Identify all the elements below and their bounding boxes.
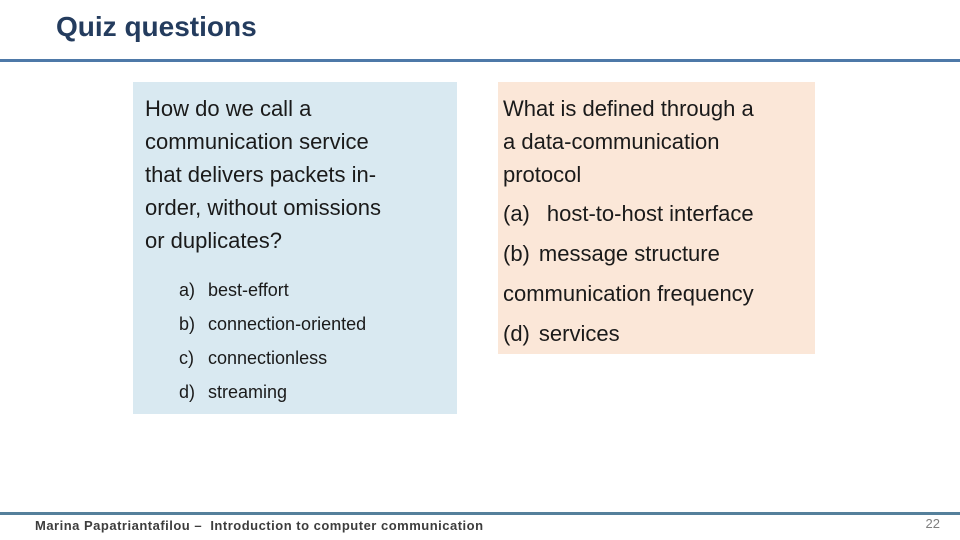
option-label: c): [179, 348, 194, 368]
option-label: (b): [503, 241, 530, 266]
quiz-box-right: What is defined through a a data-communi…: [498, 82, 815, 354]
option-item-b: b) connection-oriented: [179, 307, 445, 341]
question-line: How do we call a: [145, 96, 312, 121]
option-label: (a): [503, 201, 530, 226]
option-item-d: d) streaming: [179, 375, 445, 409]
option-item-c: communication frequency: [503, 274, 807, 314]
option-item-a: a) best-effort: [179, 273, 445, 307]
slide-title: Quiz questions: [56, 11, 257, 42]
option-text: host-to-host interface: [546, 201, 754, 226]
options-list-right: (a) host-to-host interface (b) message s…: [503, 194, 807, 354]
question-line: protocol: [503, 162, 582, 187]
header-divider: [0, 59, 960, 62]
footer-divider: [0, 512, 960, 515]
question-left: How do we call a communication service t…: [145, 92, 445, 257]
question-line: What is defined through a: [503, 96, 754, 121]
option-item-b: (b) message structure: [503, 234, 807, 274]
quiz-box-left: How do we call a communication service t…: [133, 82, 457, 414]
footer-credit: Marina Papatriantafilou – Introduction t…: [35, 518, 484, 533]
option-text: services: [538, 321, 620, 346]
option-item-c: c) connectionless: [179, 341, 445, 375]
question-line: communication service: [145, 129, 369, 154]
question-line: that delivers packets in-: [145, 162, 377, 187]
options-list-left: a) best-effort b) connection-oriented c)…: [145, 273, 445, 409]
question-line: a data-communication: [503, 129, 720, 154]
question-line: order, without omissions: [145, 195, 381, 220]
option-text: connection-oriented: [208, 314, 367, 334]
option-label: (d): [503, 321, 530, 346]
page-number: 22: [925, 516, 940, 531]
option-label: a): [179, 280, 196, 300]
option-item-d: (d) services: [503, 314, 807, 354]
option-text: communication frequency: [503, 281, 754, 306]
option-label: d): [179, 382, 196, 402]
option-item-a: (a) host-to-host interface: [503, 194, 807, 234]
question-line: or duplicates?: [145, 228, 282, 253]
question-right: What is defined through a a data-communi…: [503, 92, 807, 191]
option-label: b): [179, 314, 196, 334]
option-text: streaming: [208, 382, 288, 402]
option-text: message structure: [538, 241, 720, 266]
option-text: best-effort: [208, 280, 289, 300]
option-text: connectionless: [208, 348, 328, 368]
